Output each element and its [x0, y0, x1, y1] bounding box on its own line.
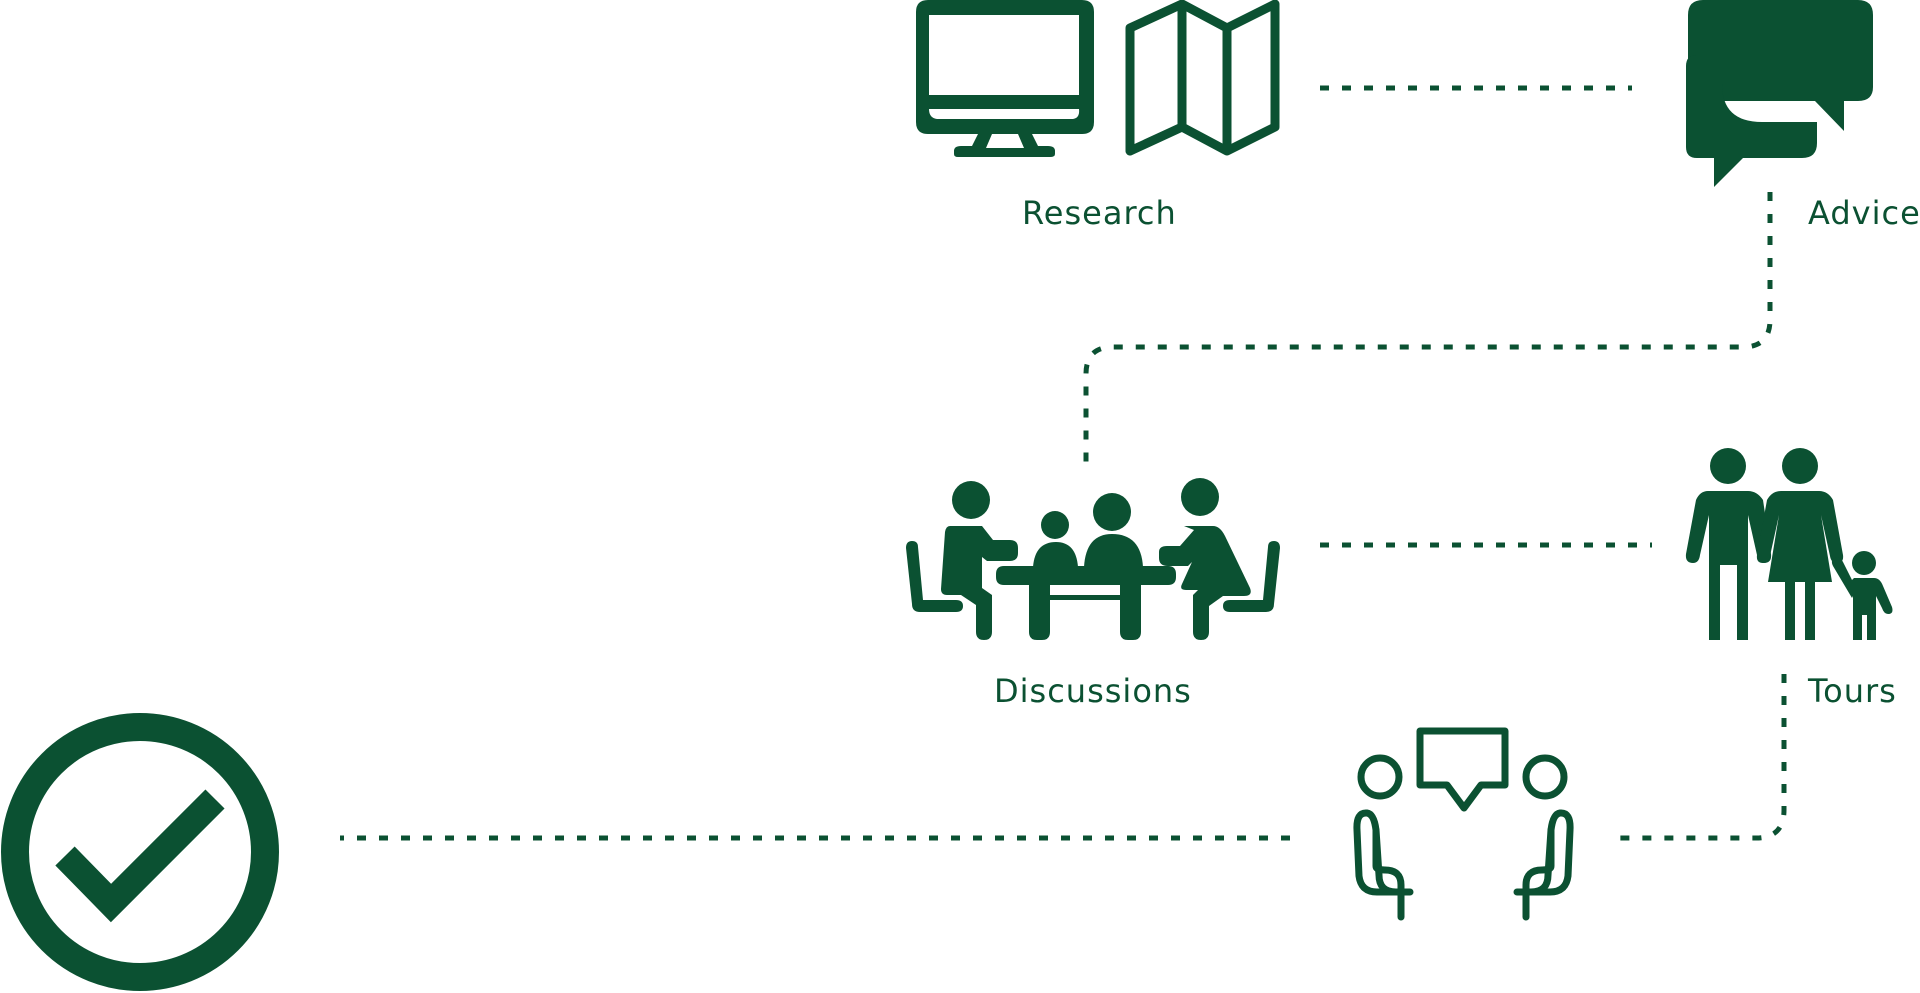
speech-bubbles-icon: [1686, 0, 1873, 187]
discussions-label: Discussions: [994, 672, 1192, 710]
tours-label: Tours: [1808, 672, 1897, 710]
meeting-table-icon: [906, 478, 1280, 640]
map-icon: [1125, 0, 1280, 156]
research-label: Research: [1022, 194, 1177, 232]
connectors: [340, 85, 1787, 841]
connector-tours-conversation: [1616, 674, 1787, 841]
checkmark-circle-icon: [1, 713, 279, 991]
conversation-icon: [1353, 727, 1574, 921]
family-icon: [1685, 448, 1893, 640]
connector-advice-discussions: [1083, 192, 1773, 465]
advice-label: Advice: [1808, 194, 1920, 232]
monitor-icon: [916, 0, 1094, 157]
